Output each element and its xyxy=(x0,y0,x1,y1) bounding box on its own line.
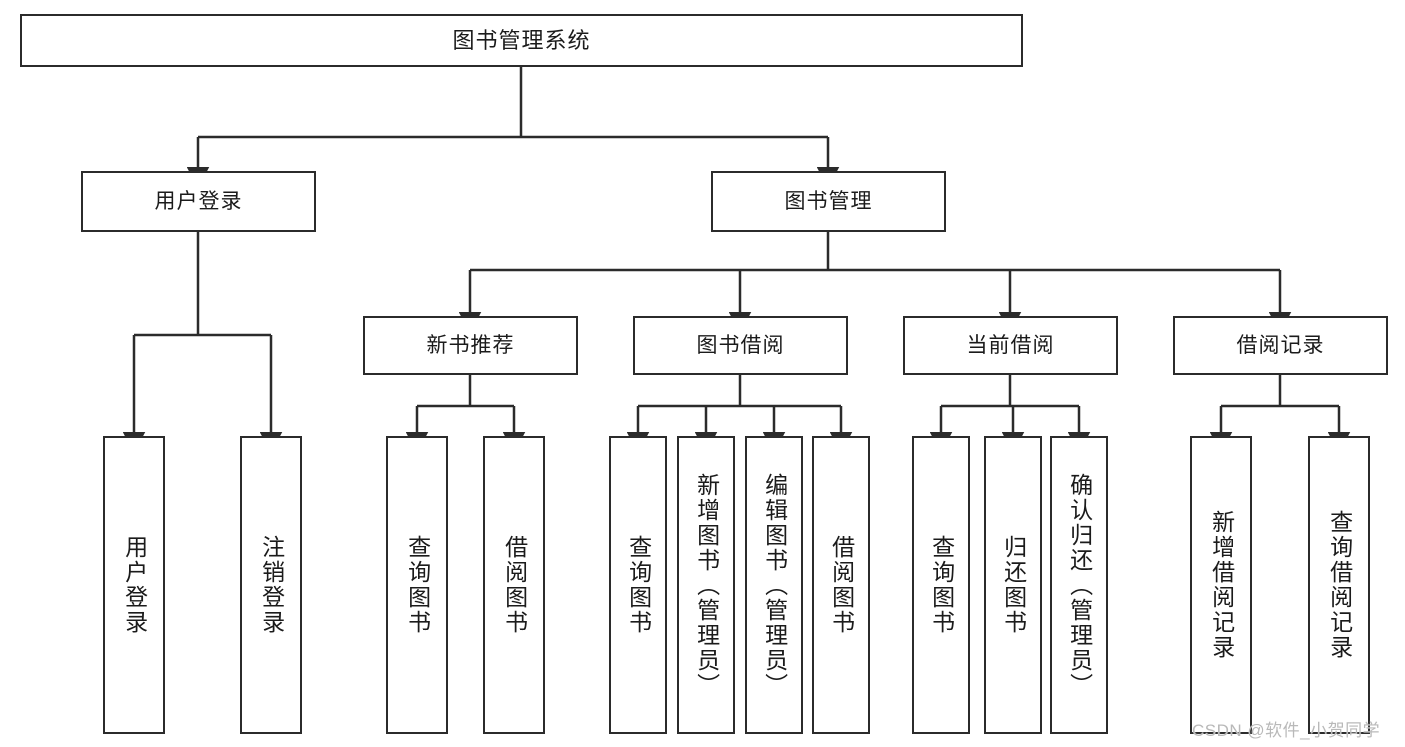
node-leaf-add-record-label: 新增借阅记录 xyxy=(1208,510,1235,660)
node-root[interactable]: 图书管理系统 xyxy=(20,14,1023,67)
node-leaf-borrow-book-1-label: 借阅图书 xyxy=(501,535,528,635)
node-leaf-return-book[interactable]: 归还图书 xyxy=(984,436,1042,734)
node-book-borrow[interactable]: 图书借阅 xyxy=(633,316,848,375)
node-leaf-query-record-label: 查询借阅记录 xyxy=(1326,510,1353,660)
node-borrow-record-label: 借阅记录 xyxy=(1236,334,1325,357)
node-leaf-borrow-book-1[interactable]: 借阅图书 xyxy=(483,436,545,734)
node-leaf-user-login[interactable]: 用户登录 xyxy=(103,436,165,734)
node-user-login-label: 用户登录 xyxy=(154,190,243,213)
node-leaf-query-book-1-label: 查询图书 xyxy=(404,535,431,635)
node-user-login[interactable]: 用户登录 xyxy=(81,171,316,232)
node-leaf-user-login-label: 用户登录 xyxy=(121,535,148,635)
node-new-book-rec[interactable]: 新书推荐 xyxy=(363,316,578,375)
node-leaf-logout[interactable]: 注销登录 xyxy=(240,436,302,734)
node-leaf-return-book-label: 归还图书 xyxy=(1000,535,1027,635)
node-leaf-query-book-3[interactable]: 查询图书 xyxy=(912,436,970,734)
node-leaf-query-book-3-label: 查询图书 xyxy=(928,535,955,635)
node-current-borrow-label: 当前借阅 xyxy=(966,334,1055,357)
node-leaf-borrow-book-2[interactable]: 借阅图书 xyxy=(812,436,870,734)
node-leaf-query-book-2[interactable]: 查询图书 xyxy=(609,436,667,734)
node-leaf-add-record[interactable]: 新增借阅记录 xyxy=(1190,436,1252,734)
csdn-watermark: CSDN @软件_小贺同学 xyxy=(1192,721,1381,740)
node-leaf-add-book[interactable]: 新增图书（管理员） xyxy=(677,436,735,734)
node-leaf-add-book-label: 新增图书（管理员） xyxy=(693,472,720,698)
node-leaf-query-book-1[interactable]: 查询图书 xyxy=(386,436,448,734)
node-book-manage-label: 图书管理 xyxy=(784,190,873,213)
node-current-borrow[interactable]: 当前借阅 xyxy=(903,316,1118,375)
node-root-label: 图书管理系统 xyxy=(452,27,591,53)
node-leaf-query-book-2-label: 查询图书 xyxy=(625,535,652,635)
node-book-borrow-label: 图书借阅 xyxy=(696,334,785,357)
node-leaf-edit-book-label: 编辑图书（管理员） xyxy=(761,472,788,698)
node-book-manage[interactable]: 图书管理 xyxy=(711,171,946,232)
node-borrow-record[interactable]: 借阅记录 xyxy=(1173,316,1388,375)
node-leaf-borrow-book-2-label: 借阅图书 xyxy=(828,535,855,635)
node-leaf-logout-label: 注销登录 xyxy=(258,535,285,635)
node-new-book-rec-label: 新书推荐 xyxy=(426,334,515,357)
node-leaf-edit-book[interactable]: 编辑图书（管理员） xyxy=(745,436,803,734)
node-leaf-confirm-return-label: 确认归还（管理员） xyxy=(1066,472,1093,698)
node-leaf-query-record[interactable]: 查询借阅记录 xyxy=(1308,436,1370,734)
node-leaf-confirm-return[interactable]: 确认归还（管理员） xyxy=(1050,436,1108,734)
